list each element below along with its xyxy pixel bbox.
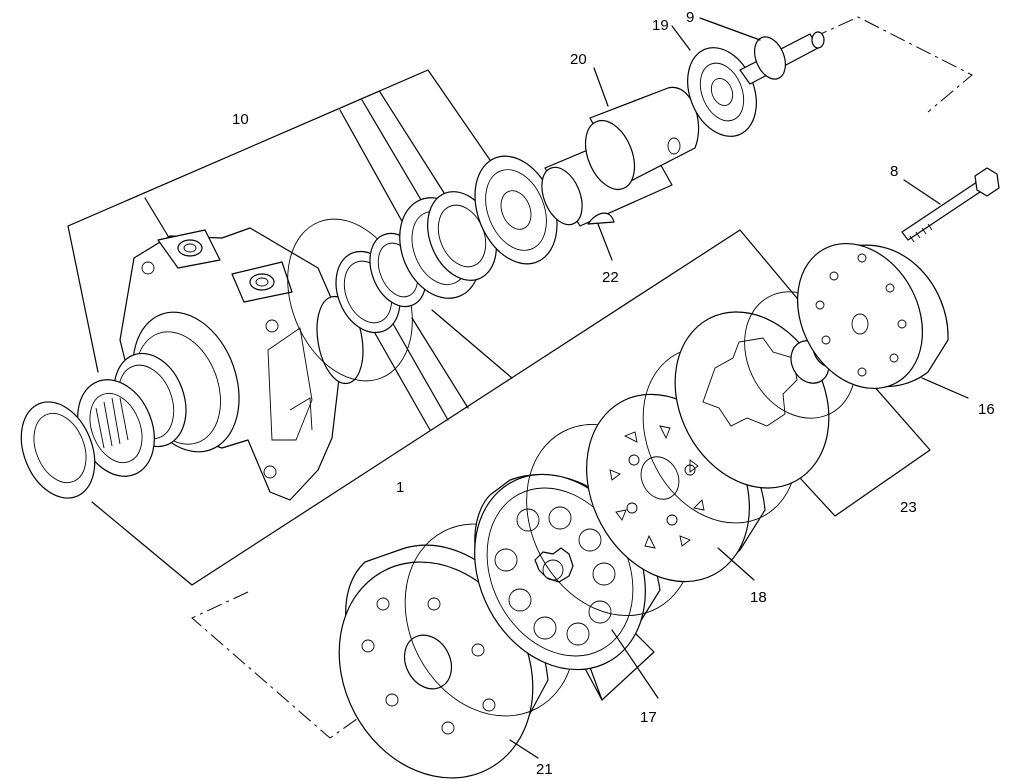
callout-23: 23 bbox=[900, 499, 917, 516]
roller-bearing bbox=[474, 155, 558, 265]
woodruff-key bbox=[587, 212, 615, 225]
callout-8: 8 bbox=[890, 163, 898, 180]
callout-18: 18 bbox=[750, 589, 767, 606]
callout-16: 16 bbox=[978, 401, 995, 418]
front-bearing bbox=[77, 379, 155, 477]
shaft bbox=[541, 86, 700, 227]
leader-lines bbox=[509, 17, 969, 759]
end-cap bbox=[796, 242, 949, 390]
callout-20: 20 bbox=[570, 51, 587, 68]
callout-1: 1 bbox=[396, 479, 404, 496]
bracket-1 bbox=[91, 229, 823, 586]
thrust-washers bbox=[399, 191, 497, 299]
callout-10: 10 bbox=[232, 111, 249, 128]
front-seal bbox=[20, 401, 96, 499]
callout-9: 9 bbox=[686, 9, 694, 26]
callout-21: 21 bbox=[536, 761, 553, 778]
bracket-23 bbox=[799, 367, 931, 517]
callout-22: 22 bbox=[602, 269, 619, 286]
housing bbox=[113, 227, 364, 501]
callout-labels: 1 8 9 10 16 17 18 19 20 21 22 23 bbox=[232, 9, 995, 778]
bolt bbox=[901, 167, 1000, 243]
callout-19: 19 bbox=[652, 17, 669, 34]
callout-17: 17 bbox=[640, 709, 657, 726]
drive-shaft bbox=[739, 31, 825, 85]
